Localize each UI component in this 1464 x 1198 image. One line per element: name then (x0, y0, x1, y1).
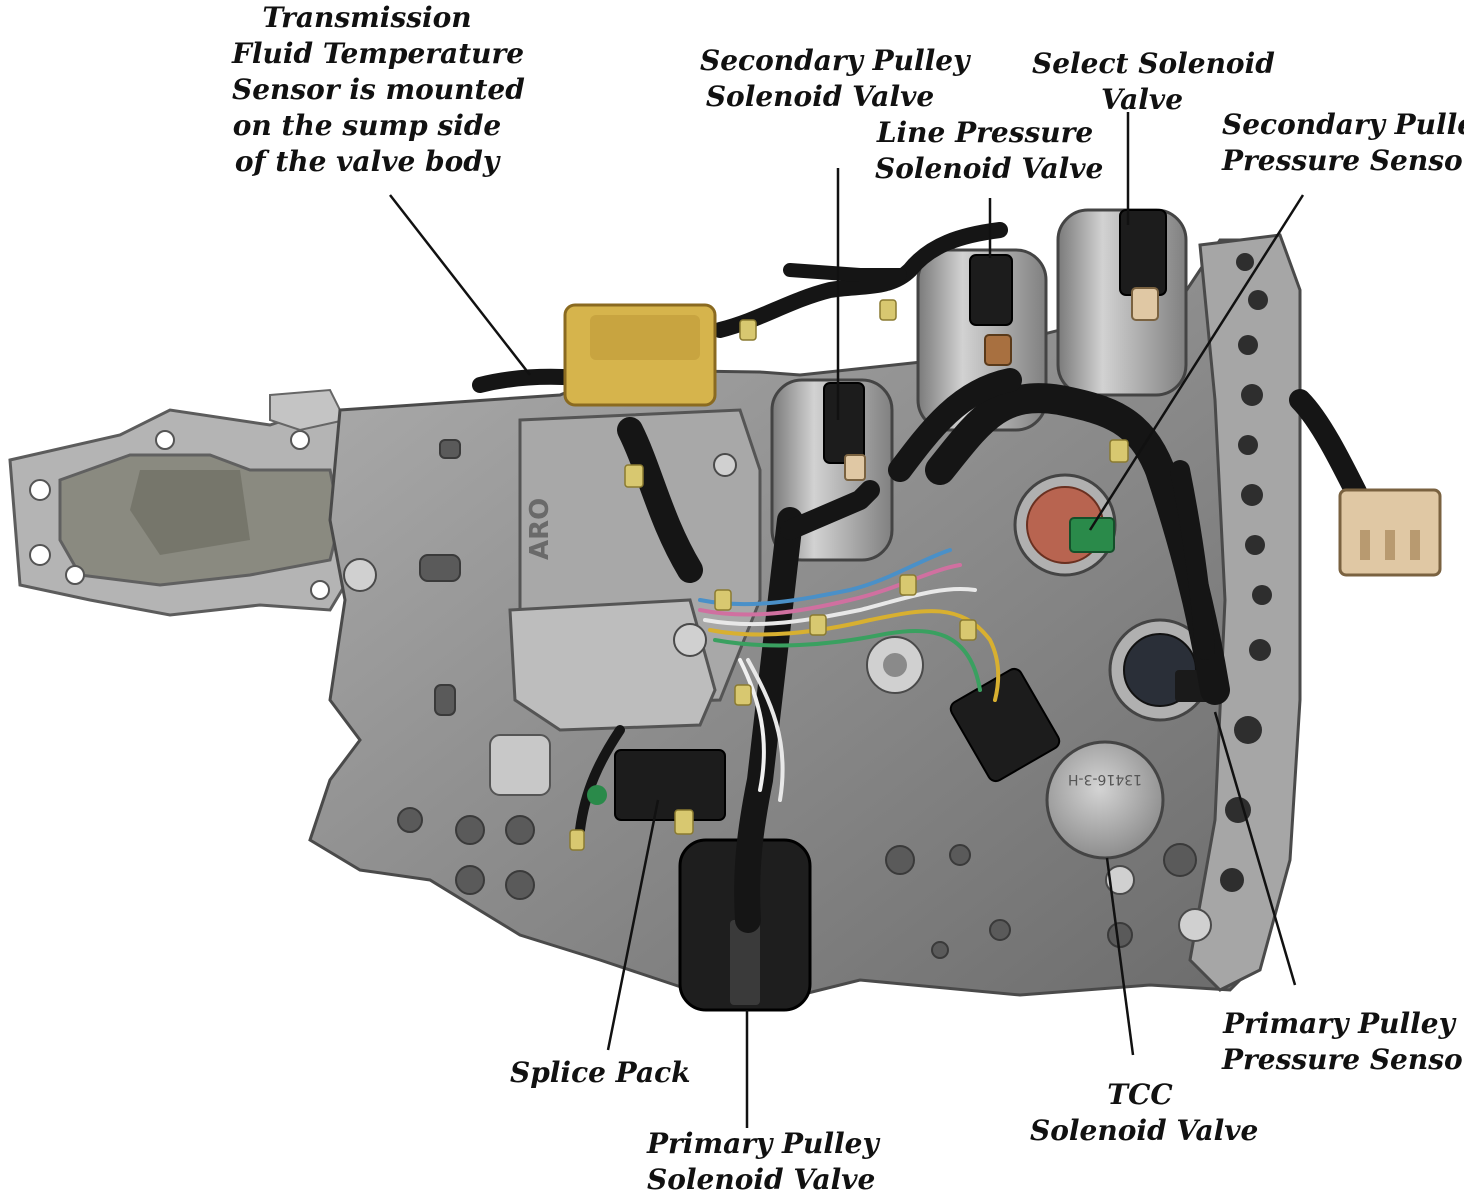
callout-line: of the valve body (234, 145, 500, 178)
part-marking-aro-text: ARO (525, 498, 555, 560)
callout-primary-pulley-solenoid: Primary Pulley Solenoid Valve (647, 1126, 879, 1198)
callout-line: Solenoid Valve (875, 152, 1104, 185)
callout-line-pressure-solenoid: Line Pressure Solenoid Valve (875, 115, 1104, 187)
callout-line: Select Solenoid (1032, 47, 1275, 80)
callout-select-solenoid: Select Solenoid Valve (1032, 46, 1275, 118)
secondary-pressure-sensor-body (1013, 473, 1117, 577)
callout-secondary-pulley-solenoid: Secondary Pulley Solenoid Valve (700, 43, 970, 115)
callout-primary-pulley-pressure-sensor: Primary Pulley Pressure Sensor (1222, 1006, 1464, 1078)
part-marking-tcc-text: 13416-3-H (1068, 771, 1142, 787)
callout-line: Splice Pack (510, 1056, 691, 1089)
callout-tcc-solenoid: TCC Solenoid Valve (1030, 1077, 1259, 1149)
callout-line: Pressure Sensor (1222, 1043, 1464, 1076)
temp-sensor-connector (563, 303, 717, 407)
callout-fluid-temp-sensor: Transmission Fluid Temperature Sensor is… (232, 0, 525, 180)
tcc-solenoid-body: 13416-3-H (1045, 740, 1165, 860)
callout-line: Secondary Pulley (1222, 108, 1464, 141)
leader-lines (389, 112, 1305, 1128)
callout-line: Valve (1100, 83, 1184, 116)
callout-line: TCC (1107, 1078, 1173, 1111)
callout-secondary-pulley-pressure-sensor: Secondary Pulley Pressure Sensor (1222, 107, 1464, 179)
callout-line: Solenoid Valve (1030, 1114, 1259, 1147)
callout-line: Transmission (262, 1, 472, 34)
callout-line: Line Pressure (876, 116, 1094, 149)
callout-line: Sensor is mounted (232, 73, 525, 106)
harness-end-connector (1338, 488, 1442, 577)
callout-line: Fluid Temperature (232, 37, 525, 70)
right-rail (1188, 233, 1302, 992)
callout-line: Pressure Sensor (1222, 144, 1464, 177)
callout-line: Secondary Pulley (700, 44, 970, 77)
callout-line: Solenoid Valve (647, 1163, 876, 1196)
callout-splice-pack: Splice Pack (510, 1055, 691, 1091)
callout-line: Primary Pulley (647, 1127, 879, 1160)
primary-pressure-sensor-body (1108, 618, 1224, 722)
callout-line: Solenoid Valve (705, 80, 935, 113)
callout-line: on the sump side (232, 109, 502, 142)
part-marking-aro: ARO (525, 498, 555, 560)
callout-line: Primary Pulley (1223, 1007, 1455, 1040)
